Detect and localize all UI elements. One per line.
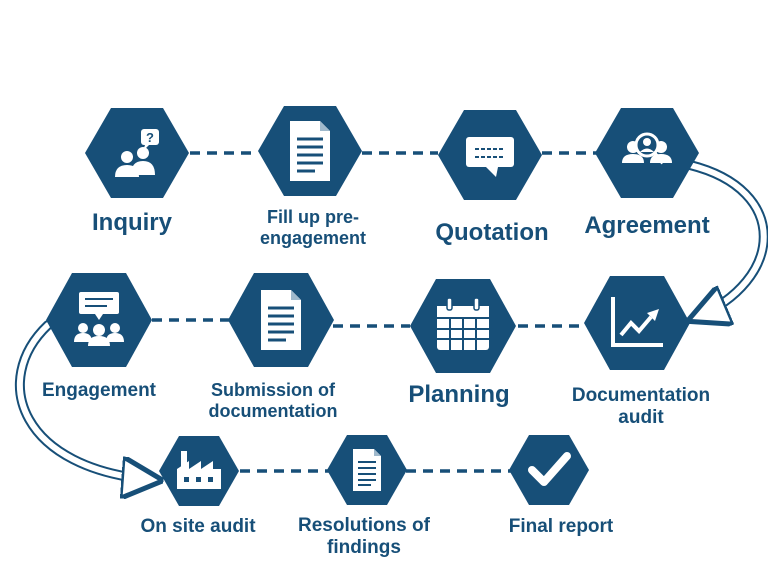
curved-arrow-engagement-to-onsite-inner	[16, 322, 155, 480]
step-label-inquiry: Inquiry	[92, 209, 172, 237]
step-label-final-report: Final report	[509, 516, 614, 538]
calendar-icon	[437, 297, 489, 350]
step-label-line: Quotation	[435, 219, 549, 246]
step-label-line: Planning	[408, 381, 510, 408]
step-label-line: audit	[618, 407, 664, 429]
checkmark-icon	[528, 452, 571, 486]
step-label-submission-of-documentation: Submission of documentation	[209, 380, 338, 422]
step-label-planning: Planning	[408, 381, 509, 409]
step-label-line: Submission of	[210, 380, 335, 400]
curved-arrow-agreement-to-documentation-inner	[690, 162, 767, 318]
step-label-on-site-audit: On site audit	[140, 516, 255, 538]
step-label-engagement: Engagement	[42, 380, 156, 402]
document-icon	[290, 121, 330, 181]
chat-bubble-icon	[466, 137, 514, 177]
factory-icon	[177, 451, 221, 489]
step-label-line: Fill up pre-	[267, 207, 359, 227]
presentation-audience-icon	[74, 292, 124, 346]
step-label-line: Resolutions of	[298, 515, 430, 536]
step-label-line: Agreement	[584, 212, 710, 239]
question-person-icon: ?	[115, 129, 159, 177]
step-label-agreement: Agreement	[584, 212, 709, 240]
step-node-final-report	[509, 435, 589, 505]
step-label-line: Final report	[508, 516, 614, 537]
step-label-line: Inquiry	[91, 209, 173, 236]
handshake-people-icon	[622, 132, 672, 165]
step-label-line: findings	[327, 537, 401, 559]
document-icon	[261, 290, 301, 350]
step-label-line: On site audit	[140, 516, 256, 537]
step-label-line: engagement	[259, 228, 367, 249]
step-node-documentation-audit	[584, 276, 690, 370]
step-label-fill-up-pre-engagement: Fill up pre- engagement	[260, 207, 366, 249]
step-label-line: Documentation	[571, 385, 711, 406]
step-label-documentation-audit: Documentation audit	[572, 385, 710, 430]
curved-arrow-agreement-to-documentation	[685, 160, 768, 323]
step-label-quotation: Quotation	[435, 219, 548, 247]
step-label-line: Engagement	[41, 380, 157, 401]
step-label-line: documentation	[208, 401, 338, 422]
document-icon	[353, 449, 381, 491]
svg-text:?: ?	[146, 130, 154, 145]
step-label-resolutions-of-findings: Resolutions of findings	[298, 515, 430, 560]
trend-chart-icon	[611, 297, 663, 347]
